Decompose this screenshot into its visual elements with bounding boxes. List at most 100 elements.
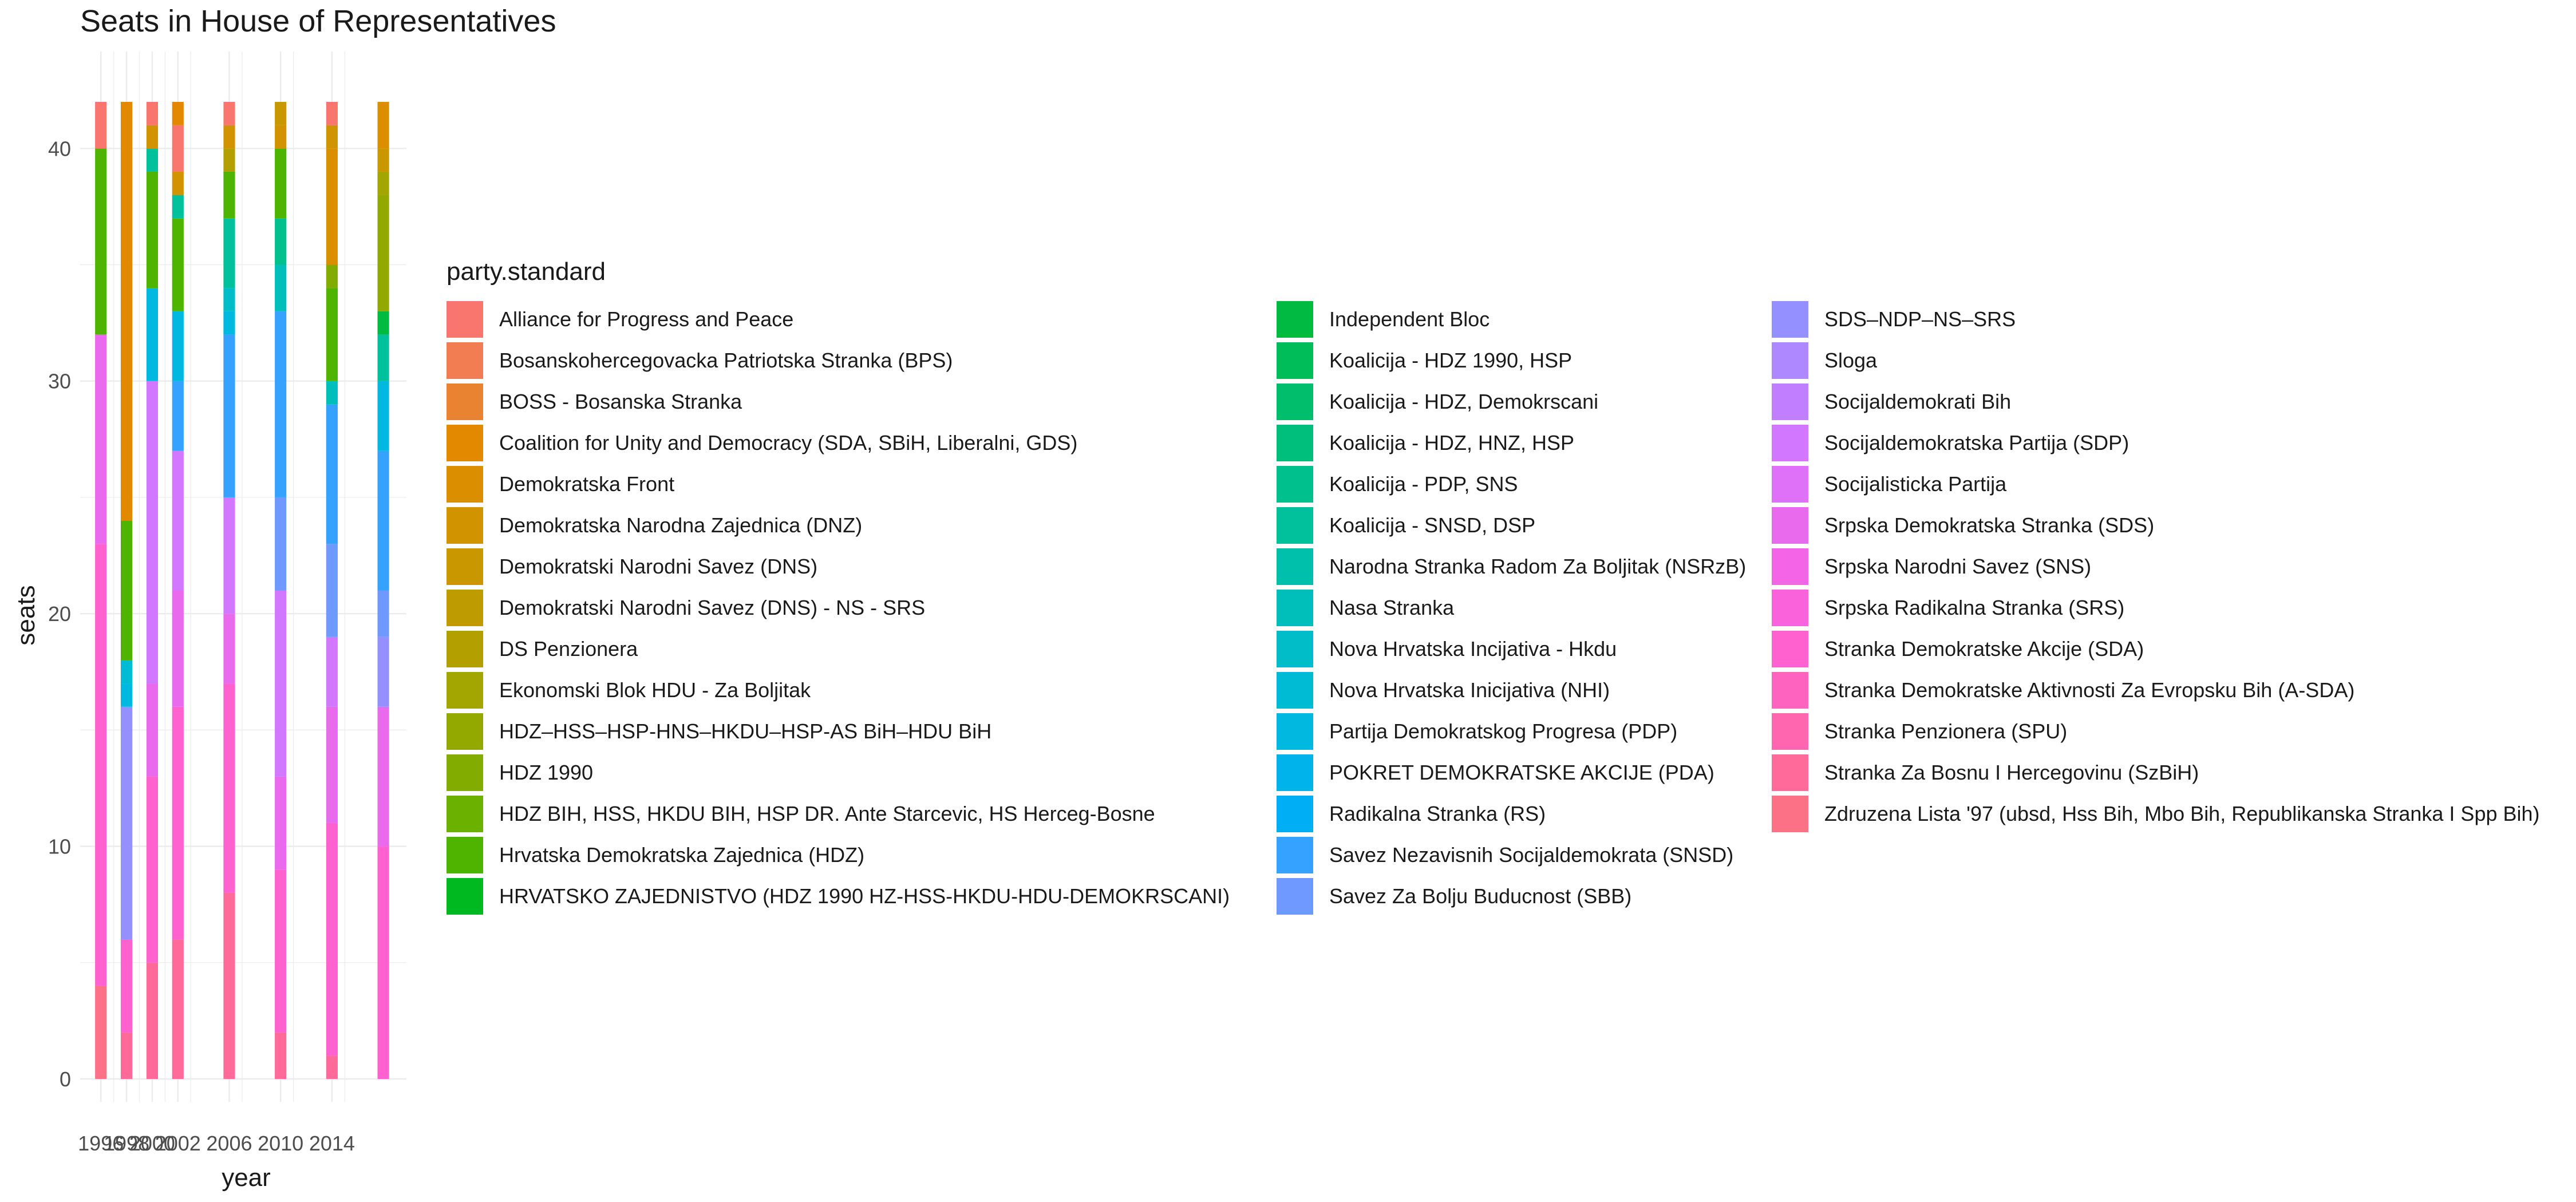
legend-item: Ekonomski Blok HDU - Za Boljitak xyxy=(447,670,1230,711)
legend-key xyxy=(447,342,483,379)
legend-item: Narodna Stranka Radom Za Boljitak (NSRzB… xyxy=(1277,546,1746,587)
legend-key xyxy=(447,837,483,873)
bar-segment xyxy=(275,125,287,149)
legend-label: Stranka Demokratske Aktivnosti Za Evrops… xyxy=(1824,678,2355,702)
bar-segment xyxy=(275,264,287,311)
bar-segment xyxy=(223,892,235,1079)
bar-segment xyxy=(223,288,235,311)
legend-key xyxy=(1772,548,1808,585)
panel-background xyxy=(80,52,406,1102)
legend-label: Ekonomski Blok HDU - Za Boljitak xyxy=(499,678,811,702)
legend-label: Socijaldemokratska Partija (SDP) xyxy=(1824,431,2129,454)
legend-key xyxy=(1277,466,1313,503)
legend-item: Alliance for Progress and Peace xyxy=(447,299,1230,340)
legend-item: Socijaldemokratska Partija (SDP) xyxy=(1772,422,2540,464)
legend-label: Koalicija - PDP, SNS xyxy=(1329,472,1518,496)
legend-item: Savez Nezavisnih Socijaldemokrata (SNSD) xyxy=(1277,835,1746,876)
bar-segment xyxy=(120,683,133,707)
bar-segment xyxy=(172,125,184,172)
legend-title: party.standard xyxy=(447,258,606,286)
bar-segment xyxy=(275,590,287,777)
legend-key xyxy=(447,796,483,832)
legend-item: Coalition for Unity and Democracy (SDA, … xyxy=(447,422,1230,464)
bar-segment xyxy=(275,218,287,265)
bar-segment xyxy=(120,520,133,661)
legend-item: Independent Bloc xyxy=(1277,299,1746,340)
legend-label: Savez Za Bolju Buducnost (SBB) xyxy=(1329,884,1632,908)
bar-segment xyxy=(120,939,133,1033)
legend-label: Alliance for Progress and Peace xyxy=(499,307,794,331)
bar-segment xyxy=(275,1032,287,1079)
legend-item: Stranka Penzionera (SPU) xyxy=(1772,711,2540,752)
legend-key xyxy=(1772,590,1808,626)
legend-key xyxy=(447,548,483,585)
y-axis-title: seats xyxy=(12,585,40,645)
bar-segment xyxy=(326,102,338,125)
legend-label: Hrvatska Demokratska Zajednica (HDZ) xyxy=(499,843,865,867)
bar-segment xyxy=(377,846,389,1079)
bar-segment xyxy=(146,125,159,149)
y-tick-label: 30 xyxy=(48,370,71,393)
bar-segment xyxy=(377,334,389,381)
legend-key xyxy=(1772,301,1808,338)
legend-key xyxy=(1772,466,1808,503)
bar-segment xyxy=(275,311,287,497)
bar-segment xyxy=(172,939,184,1079)
bar-segment xyxy=(95,544,107,986)
bar-segment xyxy=(223,148,235,172)
bar-segment xyxy=(172,706,184,940)
bar-segment xyxy=(95,986,107,1079)
legend-item: Radikalna Stranka (RS) xyxy=(1277,793,1746,835)
bar-segment xyxy=(172,590,184,707)
legend-label: Radikalna Stranka (RS) xyxy=(1329,802,1546,825)
legend-item: Srpska Demokratska Stranka (SDS) xyxy=(1772,505,2540,546)
legend-key xyxy=(447,466,483,503)
legend-label: HDZ BIH, HSS, HKDU BIH, HSP DR. Ante Sta… xyxy=(499,802,1155,825)
bar-segment xyxy=(120,102,133,521)
legend-label: Demokratski Narodni Savez (DNS) xyxy=(499,555,818,578)
bar-segment xyxy=(377,381,389,451)
bar-segment xyxy=(326,125,338,149)
legend-item: Zdruzena Lista '97 (ubsd, Hss Bih, Mbo B… xyxy=(1772,793,2540,835)
bar-segment xyxy=(95,148,107,335)
bar-segment xyxy=(326,264,338,288)
legend-label: Demokratski Narodni Savez (DNS) - NS - S… xyxy=(499,596,926,619)
legend-label: Koalicija - HDZ, HNZ, HSP xyxy=(1329,431,1575,454)
legend-item: Bosanskohercegovacka Patriotska Stranka … xyxy=(447,340,1230,381)
legend-key xyxy=(1772,383,1808,420)
bar-segment xyxy=(172,171,184,195)
legend-key xyxy=(1277,548,1313,585)
bars xyxy=(95,102,389,1079)
bar-segment xyxy=(377,706,389,847)
legend-item: Srpska Radikalna Stranka (SRS) xyxy=(1772,587,2540,628)
bar-segment xyxy=(377,102,389,149)
bar-segment xyxy=(223,102,235,125)
legend-item: Partija Demokratskog Progresa (PDP) xyxy=(1277,711,1746,752)
legend-key xyxy=(1277,590,1313,626)
bar-segment xyxy=(146,776,159,963)
legend-key xyxy=(447,425,483,461)
legend-label: Stranka Penzionera (SPU) xyxy=(1824,719,2068,743)
legend-item: Stranka Za Bosnu I Hercegovinu (SzBiH) xyxy=(1772,752,2540,793)
legend-key xyxy=(1772,754,1808,791)
bar-segment xyxy=(146,962,159,1079)
legend-item: Socijalisticka Partija xyxy=(1772,464,2540,505)
bar-segment xyxy=(172,311,184,381)
bar-segment xyxy=(326,706,338,823)
legend-label: Bosanskohercegovacka Patriotska Stranka … xyxy=(499,349,953,372)
legend-item: Nova Hrvatska Inicijativa (NHI) xyxy=(1277,670,1746,711)
legend-label: Demokratska Narodna Zajednica (DNZ) xyxy=(499,513,863,537)
legend-item: HRVATSKO ZAJEDNISTVO (HDZ 1990 HZ-HSS-HK… xyxy=(447,876,1230,917)
legend-label: SDS–NDP–NS–SRS xyxy=(1824,307,2016,331)
y-tick-label: 40 xyxy=(48,137,71,160)
legend-label: Demokratska Front xyxy=(499,472,675,496)
legend-item: Demokratska Front xyxy=(447,464,1230,505)
bar-segment xyxy=(275,497,287,591)
legend-key xyxy=(1277,631,1313,667)
legend-key xyxy=(447,713,483,750)
legend-key xyxy=(447,878,483,915)
legend-item: Koalicija - SNSD, DSP xyxy=(1277,505,1746,546)
legend-label: DS Penzionera xyxy=(499,637,638,661)
bar-segment xyxy=(223,497,235,614)
bar-segment xyxy=(120,706,133,940)
